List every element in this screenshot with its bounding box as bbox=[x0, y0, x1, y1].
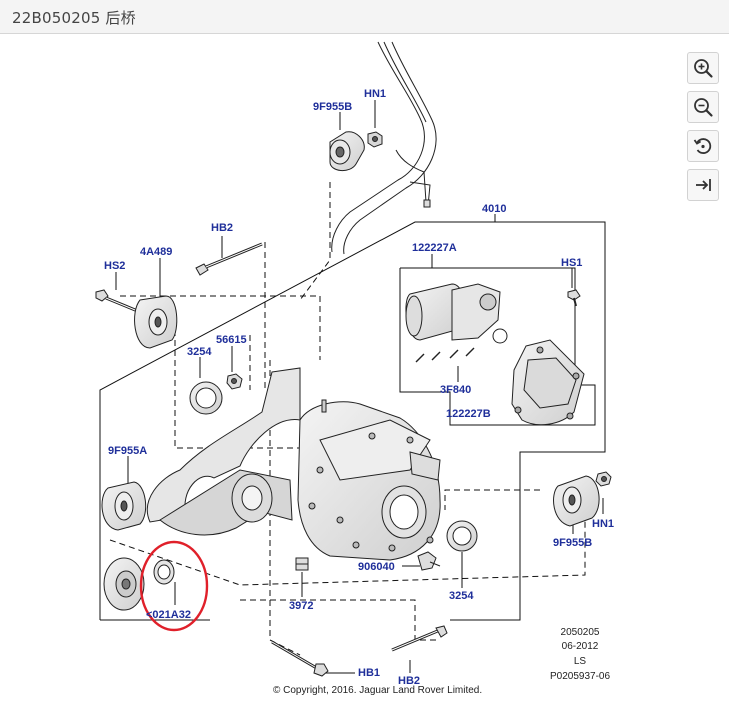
callout-56615[interactable]: 56615 bbox=[216, 334, 247, 346]
plug-3972 bbox=[295, 557, 309, 571]
bottom-bolts bbox=[271, 625, 448, 677]
bush-9f955a bbox=[101, 481, 147, 531]
callout-3f840[interactable]: 3F840 bbox=[440, 384, 472, 396]
actuator-cover bbox=[511, 339, 585, 426]
collapse-icon bbox=[696, 179, 711, 191]
pipe-assembly bbox=[331, 41, 437, 255]
differential-housing bbox=[146, 367, 441, 561]
seal-left bbox=[189, 373, 243, 415]
title-bar: 22B050205 后桥 bbox=[0, 0, 729, 34]
callout-9f955b-right[interactable]: 9F955B bbox=[553, 537, 593, 549]
zoom-in-button[interactable] bbox=[687, 52, 719, 84]
callout-hn1-right[interactable]: HN1 bbox=[592, 518, 615, 530]
zoom-in-icon bbox=[694, 59, 713, 78]
callout-hn1-top[interactable]: HN1 bbox=[364, 88, 387, 100]
callout-3254-bottom[interactable]: 3254 bbox=[449, 590, 474, 602]
rotate-icon bbox=[693, 138, 712, 154]
view-toolbar bbox=[687, 52, 721, 208]
copyright-notice: © Copyright, 2016. Jaguar Land Rover Lim… bbox=[273, 685, 483, 696]
drawing-reference: P0205937-06 bbox=[549, 671, 611, 682]
callout-021a32[interactable]: <021A32 bbox=[146, 609, 191, 621]
highlight-circle bbox=[139, 540, 209, 632]
seal-bottom bbox=[417, 520, 478, 571]
callout-9f955a[interactable]: 9F955A bbox=[108, 445, 148, 457]
output-flange bbox=[103, 557, 175, 611]
callout-9f955b-top[interactable]: 9F955B bbox=[313, 101, 353, 113]
drawing-code: 2050205 bbox=[560, 627, 600, 638]
callout-3972[interactable]: 3972 bbox=[289, 600, 314, 612]
rotate-button[interactable] bbox=[687, 130, 719, 162]
callout-122227a[interactable]: 122227A bbox=[412, 242, 457, 254]
callout-hs2[interactable]: HS2 bbox=[104, 260, 126, 272]
callout-hb1[interactable]: HB1 bbox=[358, 667, 381, 679]
callout-4a489[interactable]: 4A489 bbox=[140, 246, 173, 258]
top-bolt bbox=[195, 242, 263, 276]
callout-4010[interactable]: 4010 bbox=[482, 203, 507, 215]
collapse-panel-button[interactable] bbox=[687, 169, 719, 201]
callout-hb2-top[interactable]: HB2 bbox=[211, 222, 234, 234]
leader-lines bbox=[99, 100, 606, 674]
bush-9f955b-right bbox=[553, 471, 612, 527]
zoom-out-button[interactable] bbox=[687, 91, 719, 123]
callout-3254-left[interactable]: 3254 bbox=[187, 346, 212, 358]
bolt-hs1 bbox=[567, 289, 581, 307]
top-bush bbox=[329, 131, 383, 171]
zoom-out-icon bbox=[694, 98, 713, 117]
drawing-initials: LS bbox=[573, 656, 587, 667]
page-title: 22B050205 后桥 bbox=[12, 9, 136, 27]
actuator-motor bbox=[405, 283, 508, 363]
callout-906040[interactable]: 906040 bbox=[358, 561, 395, 573]
callout-hs1[interactable]: HS1 bbox=[561, 257, 583, 269]
callout-hb2-bottom[interactable]: HB2 bbox=[398, 675, 421, 687]
drawing-date: 06-2012 bbox=[561, 641, 599, 652]
rear-axle-diagram bbox=[95, 41, 612, 677]
bush-4a489 bbox=[95, 289, 178, 349]
callout-122227b[interactable]: 122227B bbox=[446, 408, 491, 420]
